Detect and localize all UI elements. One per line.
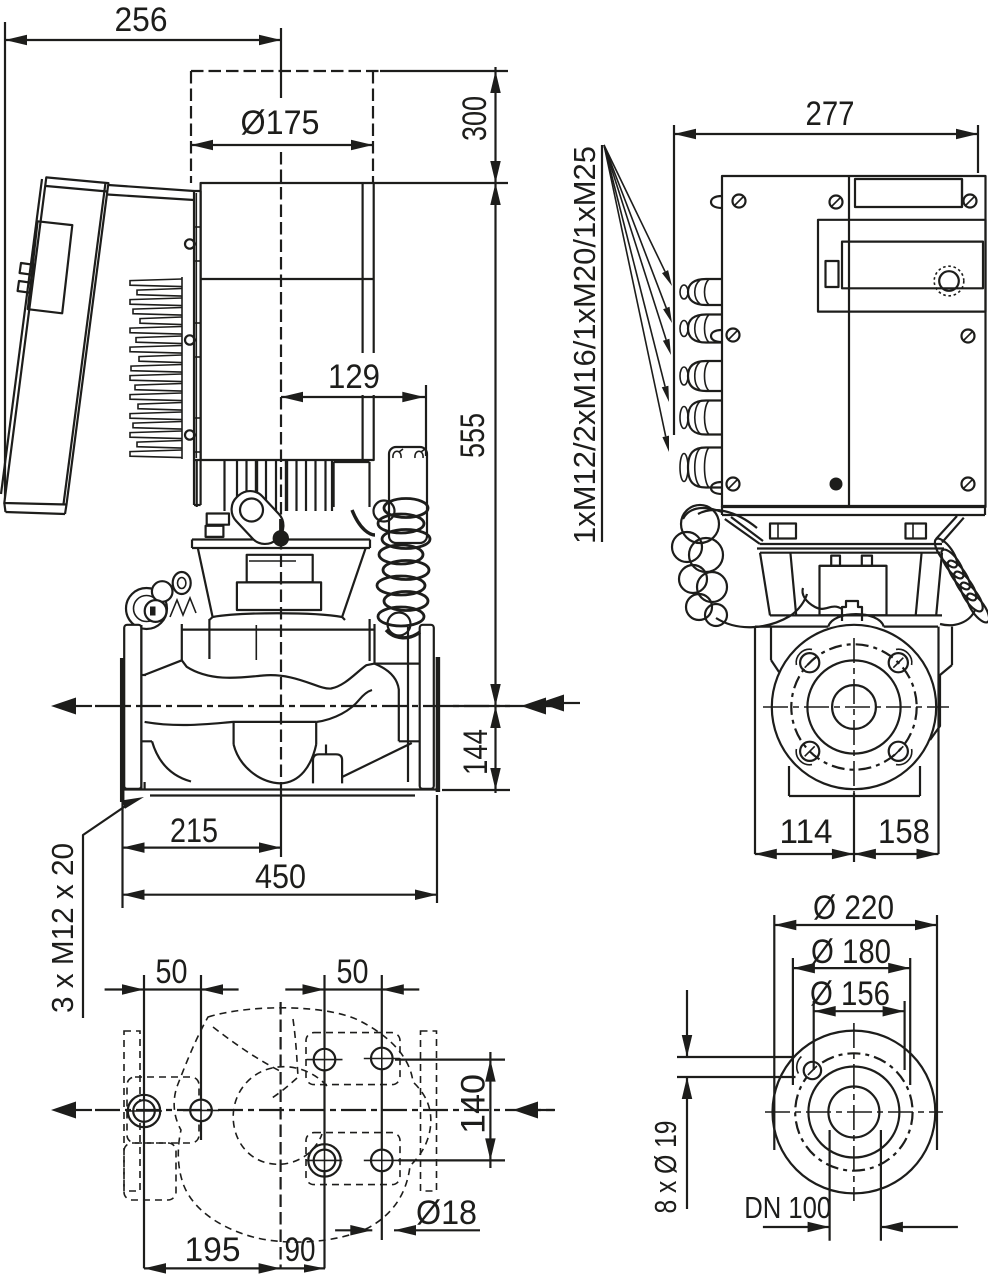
svg-text:Ø 156: Ø 156	[810, 975, 890, 1013]
svg-text:50: 50	[337, 953, 369, 991]
svg-text:144: 144	[457, 729, 495, 775]
svg-text:300: 300	[456, 96, 494, 141]
svg-text:Ø18: Ø18	[416, 1194, 477, 1232]
svg-text:140: 140	[455, 1074, 493, 1134]
svg-text:50: 50	[156, 953, 188, 991]
svg-text:DN 100: DN 100	[744, 1190, 831, 1225]
svg-text:90: 90	[285, 1231, 316, 1269]
svg-text:3 x M12 x 20: 3 x M12 x 20	[45, 843, 80, 1013]
svg-text:114: 114	[780, 813, 833, 851]
svg-text:8 x Ø 19: 8 x Ø 19	[648, 1121, 683, 1214]
svg-text:256: 256	[115, 1, 168, 39]
svg-text:Ø 180: Ø 180	[811, 933, 891, 971]
svg-text:215: 215	[170, 812, 218, 850]
svg-text:450: 450	[255, 858, 306, 896]
svg-text:158: 158	[878, 813, 930, 851]
svg-text:195: 195	[185, 1231, 241, 1269]
svg-text:Ø 220: Ø 220	[813, 889, 894, 927]
svg-text:129: 129	[328, 358, 380, 396]
svg-text:1xM12/2xM16/1xM20/1xM25: 1xM12/2xM16/1xM20/1xM25	[567, 146, 602, 544]
svg-text:555: 555	[454, 413, 492, 458]
svg-text:Ø175: Ø175	[241, 104, 320, 142]
svg-text:277: 277	[806, 95, 855, 133]
